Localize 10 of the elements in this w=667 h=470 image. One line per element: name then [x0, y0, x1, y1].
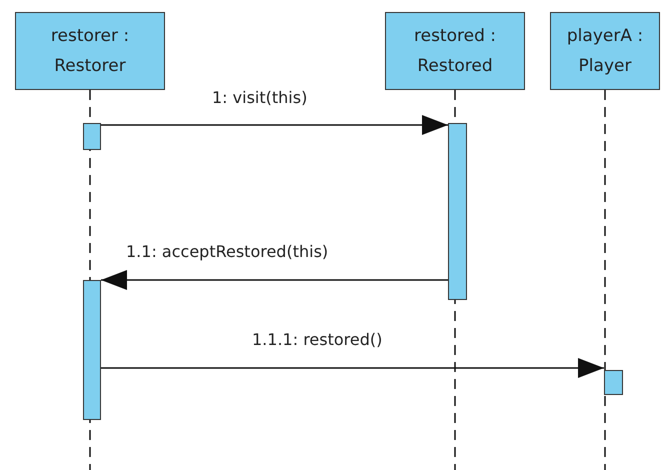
- lifeline-head: restored : Restored: [385, 12, 525, 90]
- activation-bar: [83, 280, 101, 420]
- message-arrow: [101, 358, 604, 378]
- message-arrow: [101, 115, 448, 135]
- activation-bar: [83, 123, 101, 150]
- activation-bar: [604, 370, 623, 395]
- lifeline-head: playerA : Player: [550, 12, 660, 90]
- lifeline-head: restorer : Restorer: [15, 12, 165, 90]
- message-arrow: [101, 270, 448, 290]
- activation-bar: [448, 123, 467, 300]
